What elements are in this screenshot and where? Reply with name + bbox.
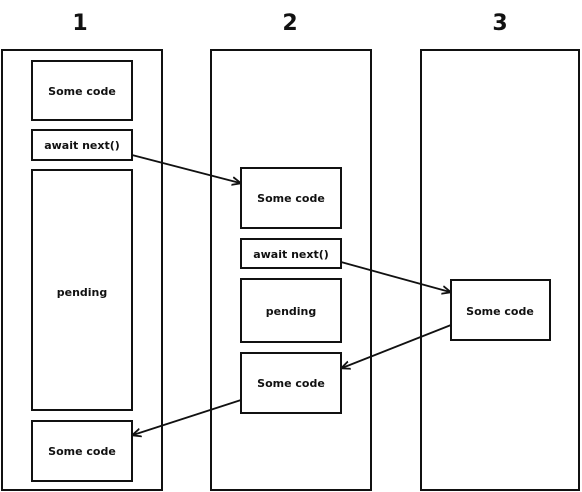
col1-pending-box bbox=[31, 169, 133, 411]
col1-await-box bbox=[31, 129, 133, 161]
column-1-label: 1 bbox=[72, 11, 87, 36]
column-1-frame bbox=[1, 49, 163, 491]
col1-code-bottom-label: Some code bbox=[48, 445, 116, 458]
arrow-col2-code-to-col1-code bbox=[133, 399, 242, 435]
arrow-col3-code-to-col2-code bbox=[342, 324, 452, 368]
col1-code-top-label: Some code bbox=[48, 85, 116, 98]
arrow-col1-await-to-col2-code bbox=[131, 154, 240, 183]
column-2-frame bbox=[210, 49, 372, 491]
watermark-text: 知乎 @Hardo bbox=[455, 458, 550, 476]
col2-code-top-label: Some code bbox=[257, 192, 325, 205]
col2-pending-box bbox=[240, 278, 342, 343]
col2-await-label: await next() bbox=[253, 248, 329, 261]
col2-code-bottom-box bbox=[240, 352, 342, 414]
col2-await-box bbox=[240, 238, 342, 269]
col2-code-bottom-label: Some code bbox=[257, 377, 325, 390]
col1-await-label: await next() bbox=[44, 139, 120, 152]
col1-code-bottom-box bbox=[31, 420, 133, 482]
col2-code-top-box bbox=[240, 167, 342, 229]
column-2-label: 2 bbox=[282, 11, 297, 36]
col3-code-label: Some code bbox=[466, 305, 534, 318]
col2-pending-label: pending bbox=[266, 305, 317, 318]
col1-code-top-box bbox=[31, 60, 133, 121]
column-3-frame bbox=[420, 49, 580, 491]
col1-pending-label: pending bbox=[57, 286, 108, 299]
column-3-label: 3 bbox=[492, 11, 507, 36]
arrow-col2-await-to-col3-code bbox=[340, 261, 450, 292]
col3-code-box bbox=[450, 279, 551, 341]
